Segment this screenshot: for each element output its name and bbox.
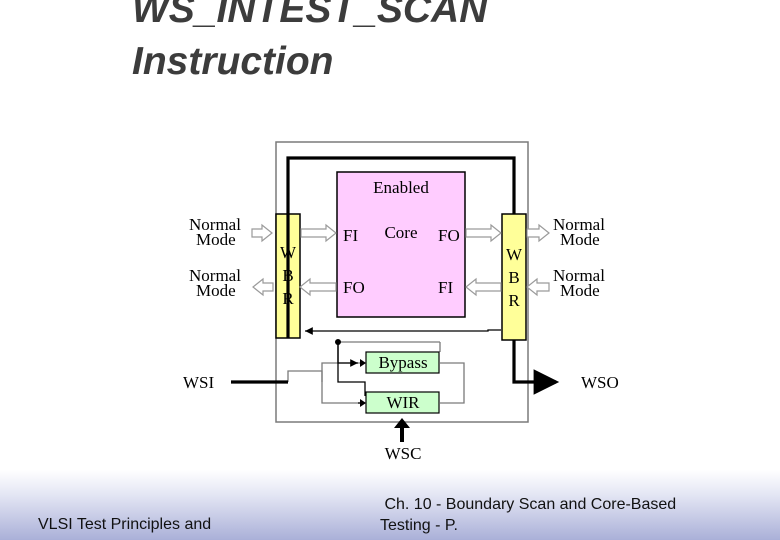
wbr-right-letter-w: W: [506, 245, 523, 264]
normal-mode-right-top-line2: Mode: [560, 230, 600, 249]
footer-bar: VLSI Test Principles and Ch. 10 - Bounda…: [0, 470, 780, 540]
right-top-output-arrow: [526, 223, 550, 243]
core-block: [336, 171, 466, 318]
core-enabled-label: Enabled: [373, 178, 429, 197]
core-fo-bottom-label: FO: [343, 278, 365, 297]
core-fi-top-label: FI: [343, 226, 358, 245]
right-bottom-input-arrow: [526, 277, 550, 297]
active-scan-path: [231, 156, 560, 395]
bypass-register: [365, 351, 440, 374]
left-top-to-core-arrow: [300, 223, 337, 243]
core-fo-top-label: FO: [438, 226, 460, 245]
bypass-label: Bypass: [378, 353, 427, 372]
wbr-right-letter-r: R: [508, 291, 520, 310]
normal-mode-left-bottom-line2: Mode: [196, 281, 236, 300]
wbr-right: [501, 213, 527, 341]
bypass-input-arrow: [360, 359, 366, 367]
left-bottom-from-core-arrow: [299, 277, 337, 297]
title-line-1: WS_INTEST_SCAN: [132, 0, 488, 31]
normal-mode-left-top-line2: Mode: [196, 230, 236, 249]
functional-paths: [251, 223, 550, 297]
wso-label: WSO: [581, 373, 619, 392]
right-top-from-core-arrow: [465, 223, 502, 243]
normal-mode-left-top-line1: Normal: [189, 215, 241, 234]
normal-mode-right-bottom-line1: Normal: [553, 266, 605, 285]
title-line-2: Instruction: [132, 40, 334, 83]
core-label: Core: [384, 223, 417, 242]
left-top-input-arrow: [251, 223, 273, 243]
normal-mode-left-bottom-line1: Normal: [189, 266, 241, 285]
wbr-right-letter-b: B: [508, 268, 519, 287]
wsc-label: WSC: [385, 444, 422, 463]
right-bottom-to-core-arrow: [465, 277, 502, 297]
footer-right-text: Ch. 10 - Boundary Scan and Core-Based Te…: [380, 496, 677, 534]
wsc-arrow-head: [394, 418, 410, 428]
normal-mode-right-top-line1: Normal: [553, 215, 605, 234]
core-fi-bottom-label: FI: [438, 278, 453, 297]
wir-register: [365, 391, 440, 414]
wsi-label: WSI: [183, 373, 215, 392]
junction-dot: [335, 339, 341, 345]
wir-input-arrow: [360, 399, 366, 407]
left-bottom-output-arrow: [252, 277, 274, 297]
wir-label: WIR: [386, 393, 420, 412]
normal-mode-right-bottom-line2: Mode: [560, 281, 600, 300]
slide-title: WS_INTEST_SCAN Instruction: [132, 0, 487, 88]
footer-left-text: VLSI Test Principles and: [38, 516, 212, 533]
